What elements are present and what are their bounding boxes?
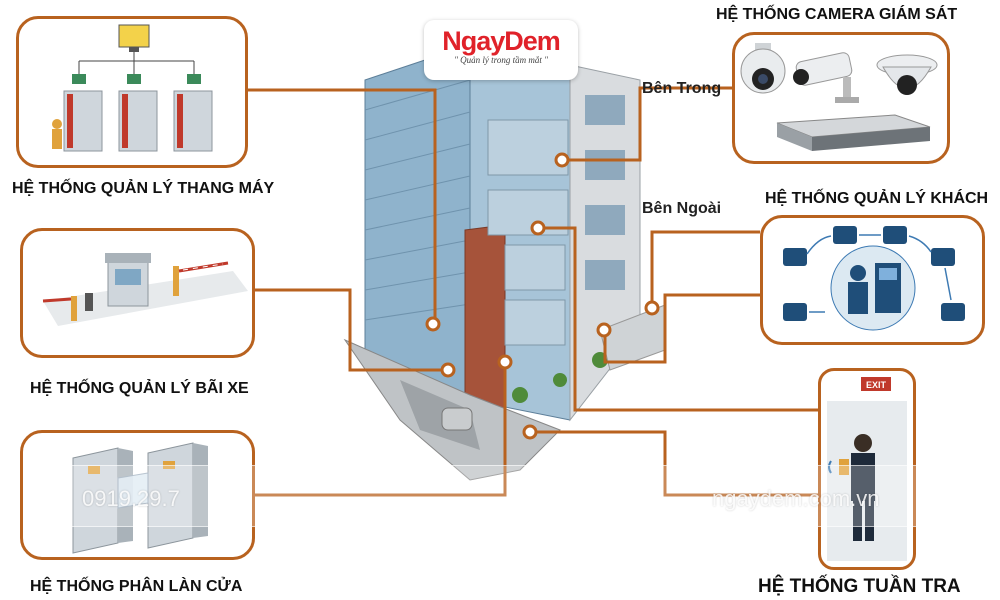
parking-system-title: HỆ THỐNG QUẢN LÝ BÃI XE	[30, 380, 249, 397]
brand-logo: NgayDem " Quản lý trong tầm mắt "	[424, 20, 578, 80]
parking-barrier-illustration	[42, 253, 248, 326]
watermark-phone: 0919.29.7	[82, 486, 180, 511]
connector-lines	[248, 86, 818, 497]
cctv-cameras-illustration	[740, 43, 938, 151]
visitor-system-panel	[760, 215, 985, 345]
gate-system-panel	[20, 430, 255, 560]
patrol-system-panel: EXIT	[818, 368, 916, 570]
parking-system-panel	[20, 228, 255, 358]
elevator-system-panel	[16, 16, 248, 168]
watermark-band	[55, 465, 947, 527]
camera-zone-outside: Bên Ngoài	[642, 200, 722, 217]
elevator-access-illustration	[52, 24, 213, 152]
brand-slogan: " Quản lý trong tầm mắt "	[454, 55, 548, 65]
visitor-workflow-illustration	[783, 226, 965, 331]
patrol-system-title: HỆ THỐNG TUẦN TRA	[758, 576, 961, 597]
watermark-site: ngaydem.com.vn	[712, 486, 880, 511]
camera-system-title: HỆ THỐNG CAMERA GIÁM SÁT	[716, 6, 958, 23]
gate-system-title: HỆ THỐNG PHÂN LÀN CỬA	[30, 578, 243, 595]
exit-sign: EXIT	[866, 380, 887, 390]
camera-zone-inside: Bên Trong	[642, 80, 722, 97]
elevator-system-title: HỆ THỐNG QUẢN LÝ THANG MÁY	[12, 180, 275, 197]
guard-patrol-illustration: EXIT	[827, 377, 907, 561]
visitor-system-title: HỆ THỐNG QUẢN LÝ KHÁCH	[765, 190, 989, 207]
camera-system-panel	[732, 32, 950, 164]
brand-name: NgayDem	[442, 26, 561, 56]
connection-points	[425, 152, 660, 440]
